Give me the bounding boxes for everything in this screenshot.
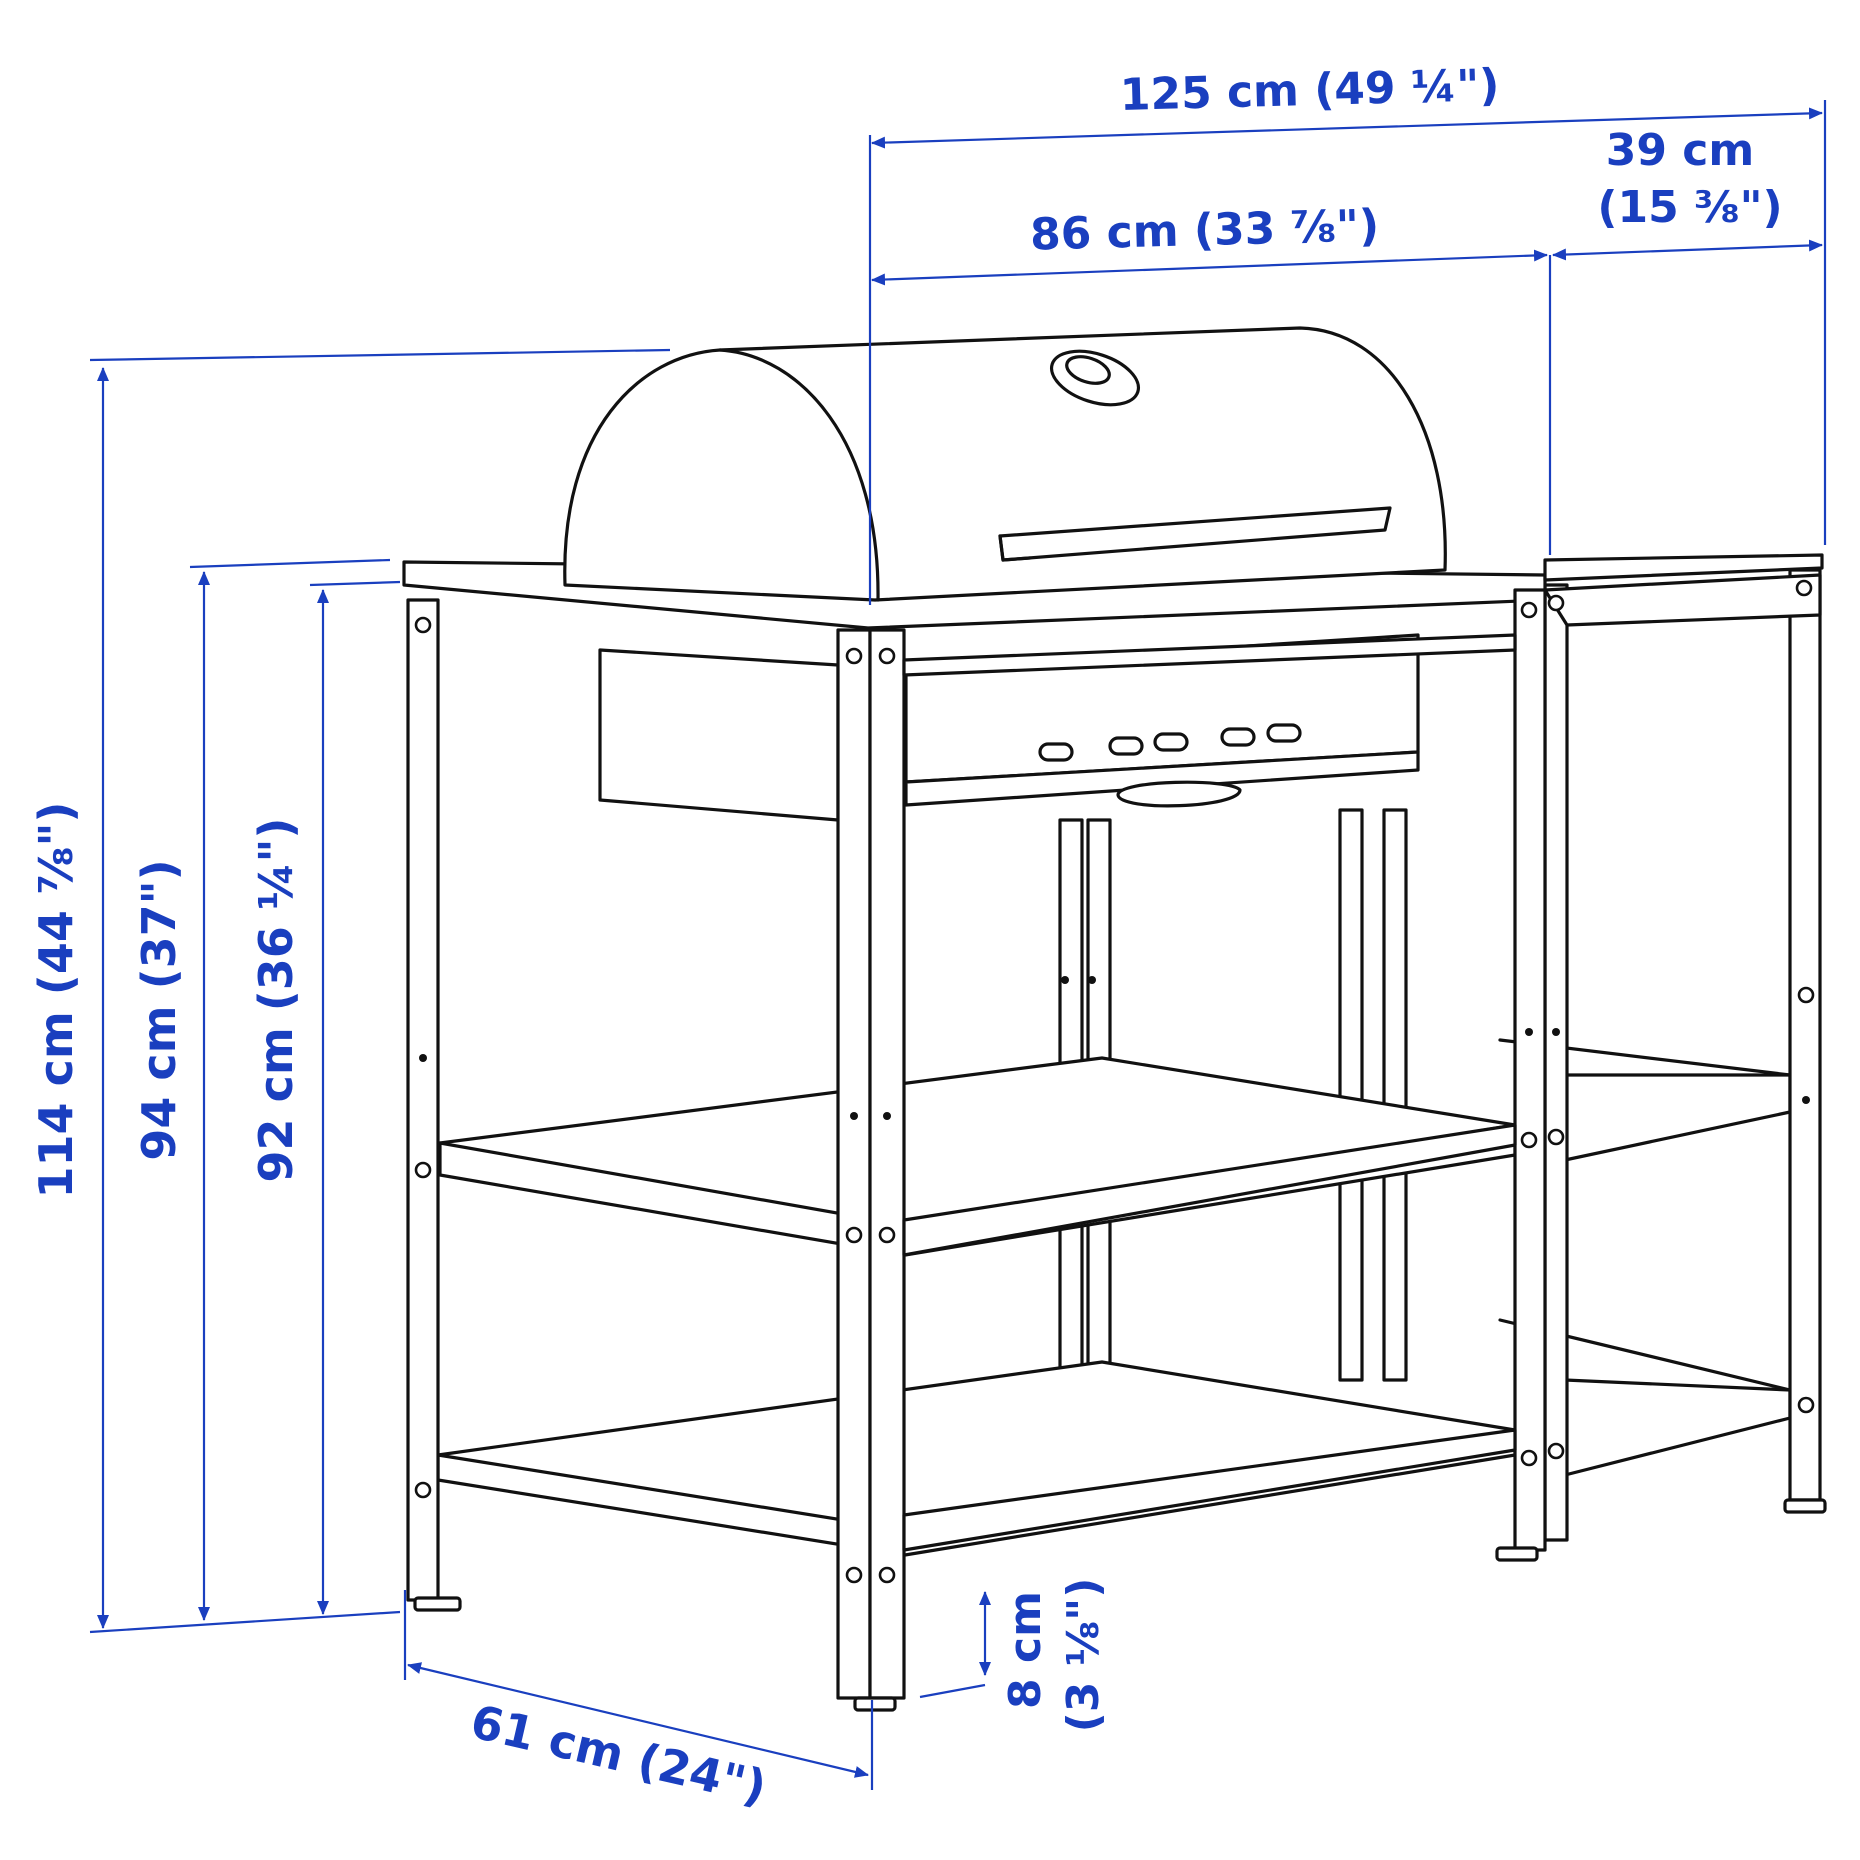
total-height-label: 114 cm (44 ⅞") <box>29 802 83 1199</box>
side-width-in-label: (15 ⅜") <box>1597 182 1782 233</box>
table-height-label: 94 cm (37") <box>132 859 186 1160</box>
clearance-in-label: (3 ⅛") <box>1058 1578 1109 1733</box>
dimension-lines <box>89 100 1827 1790</box>
shelf-height-label: 92 cm (36 ¼") <box>249 818 303 1183</box>
total-width-label: 125 cm (49 ¼") <box>1119 60 1500 121</box>
grill-cart-drawing <box>402 326 1827 1712</box>
grill-width-label: 86 cm (33 ⅞") <box>1029 200 1379 260</box>
clearance-cm-label: 8 cm <box>1000 1591 1051 1709</box>
side-width-cm-label: 39 cm <box>1606 125 1754 176</box>
depth-label: 61 cm (24") <box>466 1694 772 1814</box>
